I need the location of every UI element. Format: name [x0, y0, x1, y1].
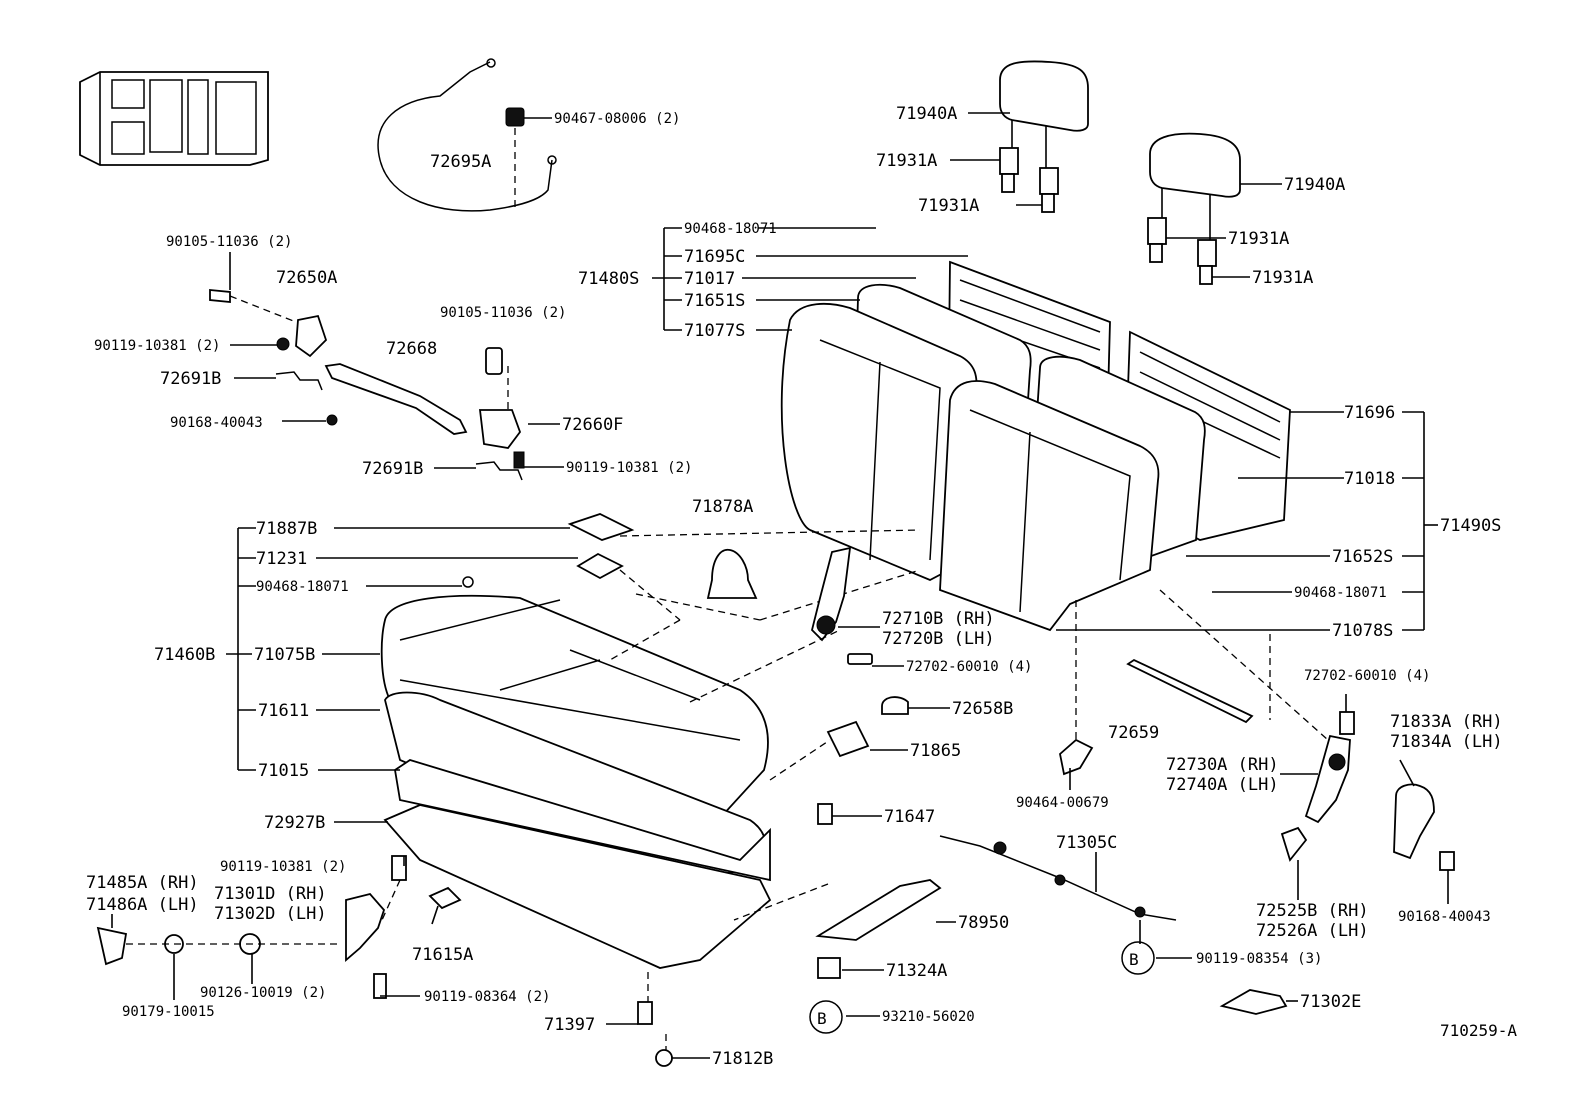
label-71651s: 71651S	[684, 291, 745, 311]
label-71301d: 71301D (RH)	[214, 884, 327, 904]
label-78950: 78950	[958, 913, 1009, 933]
label-71695c: 71695C	[684, 247, 745, 267]
label-b-callout-1: B	[1129, 950, 1139, 969]
label-90119-08354: 90119-08354 (3)	[1196, 951, 1322, 967]
label-90119-10381-mid: 90119-10381 (2)	[566, 460, 692, 476]
label-71305c: 71305C	[1056, 833, 1117, 853]
label-71812b: 71812B	[712, 1049, 773, 1069]
label-72702-60010-left: 72702-60010 (4)	[906, 659, 1032, 675]
headrest-left-drawing	[999, 60, 1089, 213]
headrest-right-drawing	[1147, 132, 1241, 285]
label-72927b: 72927B	[264, 813, 325, 833]
label-71931a-3: 71931A	[1228, 229, 1289, 249]
label-71834a: 71834A (LH)	[1390, 732, 1503, 752]
callout-b-circle-1	[1121, 941, 1155, 975]
label-90467-08006: 90467-08006 (2)	[554, 111, 680, 127]
label-90119-10381-hinge: 90119-10381 (2)	[220, 859, 346, 875]
label-71611: 71611	[258, 701, 309, 721]
label-72740a: 72740A (LH)	[1166, 775, 1279, 795]
label-90464-00679: 90464-00679	[1016, 795, 1109, 811]
label-71833a: 71833A (RH)	[1390, 712, 1503, 732]
label-71887b: 71887B	[256, 519, 317, 539]
label-72691b-1: 72691B	[160, 369, 221, 389]
leader-lines	[111, 112, 1449, 1059]
label-71018: 71018	[1344, 469, 1395, 489]
label-72668: 72668	[386, 339, 437, 359]
label-71878a: 71878A	[692, 497, 753, 517]
label-90179-10015: 90179-10015	[122, 1004, 215, 1020]
seat-back-frames-drawing	[780, 260, 1291, 632]
label-71302d: 71302D (LH)	[214, 904, 327, 924]
small-parts-drawing	[96, 289, 1455, 1067]
label-90468-18071-cushion: 90468-18071	[256, 579, 349, 595]
label-71931a-1: 71931A	[876, 151, 937, 171]
label-71865: 71865	[910, 741, 961, 761]
seat-cushion-drawing	[380, 594, 772, 969]
bracket-lines	[226, 227, 1438, 771]
label-71324a: 71324A	[886, 961, 947, 981]
callout-b-circle-2	[809, 1000, 843, 1034]
label-71017: 71017	[684, 269, 735, 289]
label-72525b: 72525B (RH)	[1256, 901, 1369, 921]
label-71615a: 71615A	[412, 945, 473, 965]
part-labels: 90467-08006 (2) 72695A 71940A 71931A 719…	[86, 104, 1517, 1069]
label-71078s: 71078S	[1332, 621, 1393, 641]
label-b-callout-2: B	[817, 1009, 827, 1028]
label-72702-60010-right: 72702-60010 (4)	[1304, 668, 1430, 684]
label-71940a-right: 71940A	[1284, 175, 1345, 195]
label-71647: 71647	[884, 807, 935, 827]
label-71485a: 71485A (RH)	[86, 873, 199, 893]
label-72660f: 72660F	[562, 415, 623, 435]
label-71652s: 71652S	[1332, 547, 1393, 567]
label-71931a-4: 71931A	[1252, 268, 1313, 288]
label-72730a: 72730A (RH)	[1166, 755, 1279, 775]
label-90126-10019: 90126-10019 (2)	[200, 985, 326, 1001]
label-71231: 71231	[256, 549, 307, 569]
label-71075b: 71075B	[254, 645, 315, 665]
label-72691b-2: 72691B	[362, 459, 423, 479]
label-71696: 71696	[1344, 403, 1395, 423]
label-72658b: 72658B	[952, 699, 1013, 719]
label-72526a: 72526A (LH)	[1256, 921, 1369, 941]
label-72720b: 72720B (LH)	[882, 629, 995, 649]
label-71015: 71015	[258, 761, 309, 781]
label-90119-10381-left: 90119-10381 (2)	[94, 338, 220, 354]
label-71931a-2: 71931A	[918, 196, 979, 216]
release-cable-drawing	[377, 58, 557, 212]
label-71490s: 71490S	[1440, 516, 1501, 536]
label-90168-40043-left: 90168-40043	[170, 415, 263, 431]
label-90468-18071-right: 90468-18071	[1294, 585, 1387, 601]
label-72710b: 72710B (RH)	[882, 609, 995, 629]
label-90468-18071-top: 90468-18071	[684, 221, 777, 237]
label-90105-11036-mid: 90105-11036 (2)	[440, 305, 566, 321]
label-93210-56020: 93210-56020	[882, 1009, 975, 1025]
label-72695a: 72695A	[430, 152, 491, 172]
label-72650a: 72650A	[276, 268, 337, 288]
vehicle-locator-icon	[79, 71, 269, 166]
label-71460b: 71460B	[154, 645, 215, 665]
label-71302e: 71302E	[1300, 992, 1361, 1012]
label-71940a-left: 71940A	[896, 104, 957, 124]
label-90168-40043-right: 90168-40043	[1398, 909, 1491, 925]
label-71480s: 71480S	[578, 269, 639, 289]
diagram-reference-number: 710259-A	[1440, 1021, 1517, 1040]
label-90105-11036-left: 90105-11036 (2)	[166, 234, 292, 250]
label-71397: 71397	[544, 1015, 595, 1035]
label-71486a: 71486A (LH)	[86, 895, 199, 915]
label-71077s: 71077S	[684, 321, 745, 341]
label-90119-08364: 90119-08364 (2)	[424, 989, 550, 1005]
label-72659: 72659	[1108, 723, 1159, 743]
